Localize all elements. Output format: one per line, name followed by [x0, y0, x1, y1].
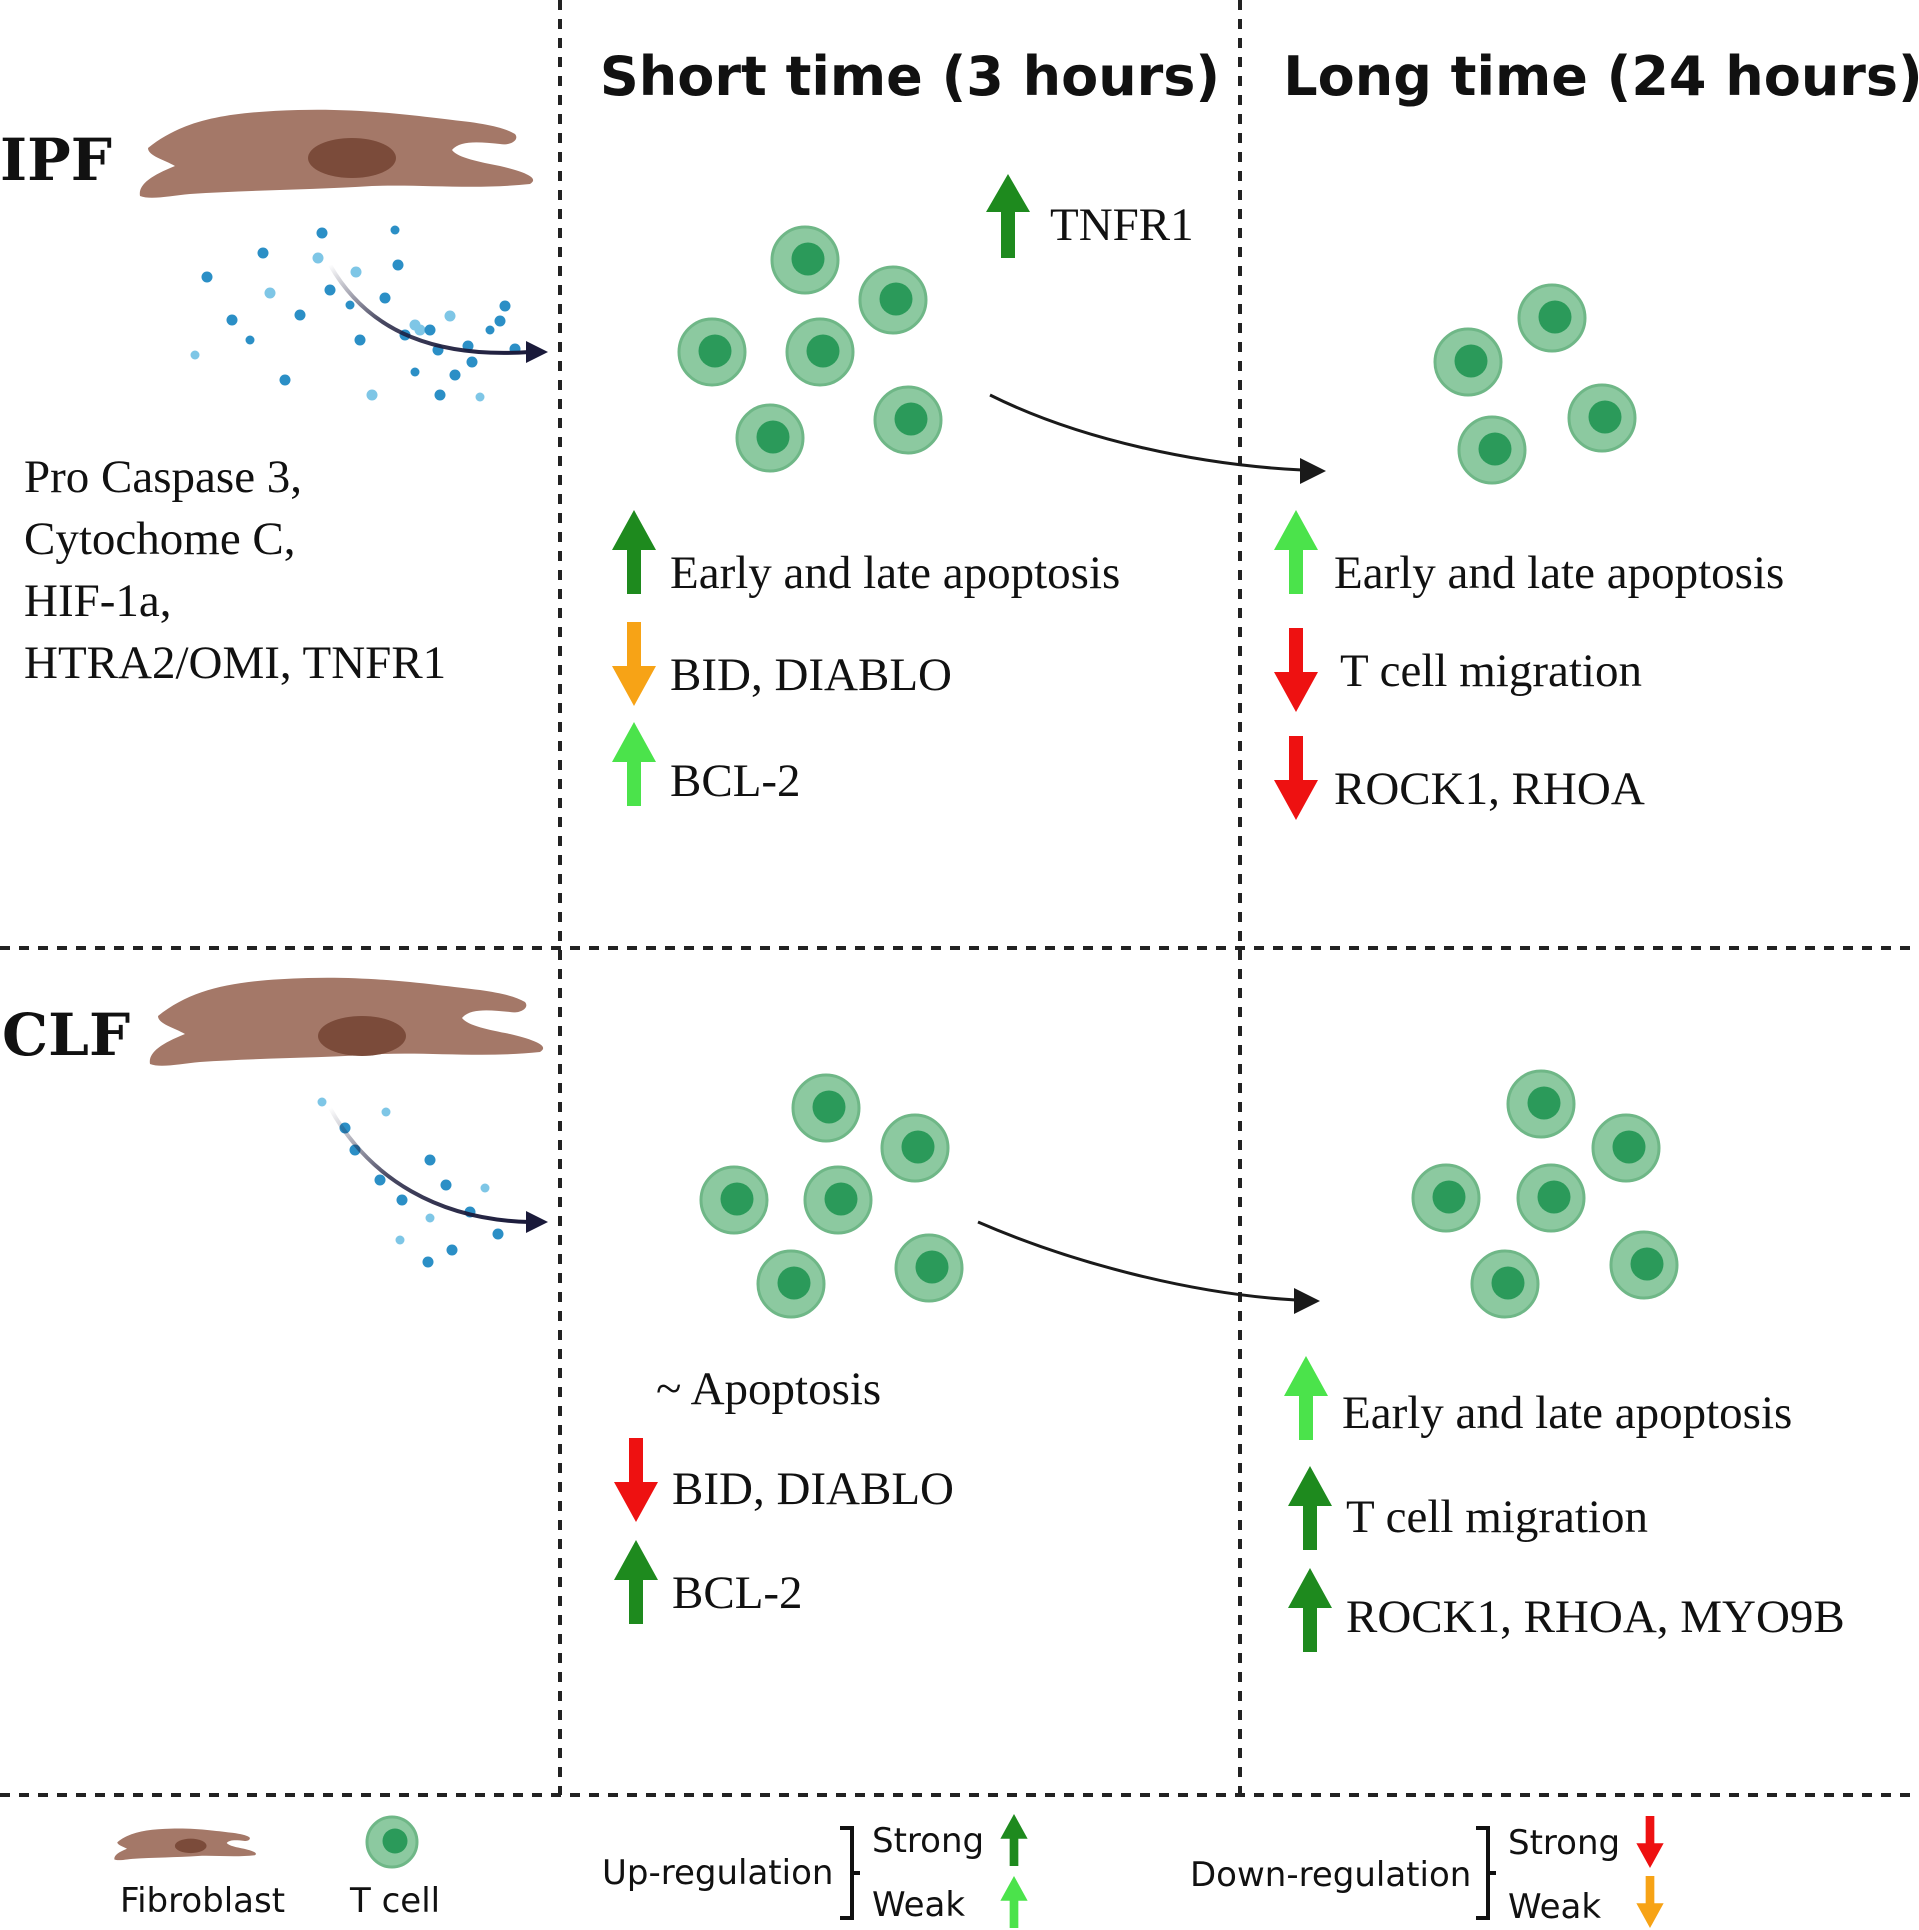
t-cell-icon: [880, 1113, 950, 1183]
marker-label: BID, DIABLO: [670, 649, 952, 701]
t-cell-icon: [699, 1165, 769, 1235]
legend-tcell-label: T cell: [349, 1881, 440, 1921]
t-cell-icon: [365, 1815, 419, 1869]
secreted-factor: Cytochome C,: [24, 513, 296, 565]
t-cell-icon: [803, 1165, 873, 1235]
legend-strong-label: Strong: [1508, 1823, 1620, 1863]
t-cell-icon: [894, 1233, 964, 1303]
legend-weak-label: Weak: [872, 1885, 965, 1925]
fibroblast-icon: [139, 109, 534, 198]
t-cell-cluster: [699, 1073, 964, 1319]
row-label-ipf: IPF: [0, 126, 112, 194]
secreted-factors: [317, 1097, 504, 1268]
strong-up-arrow: [612, 510, 656, 594]
legend-strong-label: Strong: [872, 1821, 984, 1861]
t-cell-icon: [791, 1073, 861, 1143]
t-cell-icon: [873, 385, 943, 455]
secreted-factors-list: Pro Caspase 3, Cytochome C, HIF-1a, HTRA…: [24, 451, 446, 689]
marker-label: BID, DIABLO: [672, 1463, 954, 1515]
secreted-factor: HIF-1a,: [24, 575, 172, 627]
strong-down-arrow: [1636, 1815, 1664, 1869]
strong-up-arrow: [1000, 1813, 1028, 1867]
marker-label: T cell migration: [1340, 645, 1642, 697]
marker-label: ROCK1, RHOA, MYO9B: [1346, 1591, 1845, 1643]
secreted-factor: HTRA2/OMI, TNFR1: [24, 637, 446, 689]
t-cell-icon: [1433, 327, 1503, 397]
secretion-arrow: [328, 1107, 548, 1233]
t-cell-cluster: [677, 225, 943, 473]
marker-label: TNFR1: [1050, 199, 1194, 251]
marker-label: Early and late apoptosis: [1342, 1387, 1792, 1439]
strong-down-arrow: [1274, 736, 1318, 820]
t-cell-icon: [1506, 1069, 1576, 1139]
t-cell-icon: [756, 1249, 826, 1319]
t-cell-cluster: [1433, 283, 1637, 485]
t-cell-icon: [1516, 1163, 1586, 1233]
legend-bracket: [1476, 1826, 1496, 1920]
secreted-factors: [190, 225, 521, 402]
strong-up-arrow: [986, 174, 1030, 258]
secretion-arrow: [328, 264, 548, 363]
time-course-arrow: [989, 393, 1326, 484]
t-cell-cluster: [1411, 1069, 1679, 1319]
legend-fibroblast-label: Fibroblast: [120, 1881, 285, 1921]
marker-label: T cell migration: [1346, 1491, 1648, 1543]
t-cell-icon: [365, 1815, 419, 1869]
t-cell-icon: [1591, 1113, 1661, 1183]
fibroblast-icon: [114, 1828, 256, 1861]
weak-down-arrow: [612, 622, 656, 706]
weak-up-arrow: [1284, 1356, 1328, 1440]
time-course-arrow: [977, 1220, 1320, 1314]
weak-down-arrow: [1636, 1875, 1664, 1929]
marker-label: BCL-2: [670, 755, 801, 807]
t-cell-icon: [1470, 1249, 1540, 1319]
t-cell-icon: [785, 317, 855, 387]
weak-up-arrow: [1000, 1875, 1028, 1929]
marker-label: ROCK1, RHOA: [1334, 763, 1645, 815]
marker-label: Early and late apoptosis: [1334, 547, 1784, 599]
t-cell-icon: [1567, 383, 1637, 453]
strong-up-arrow: [614, 1540, 658, 1624]
header-long-time: Long time (24 hours): [1283, 45, 1919, 108]
fibroblast-icon: [149, 977, 544, 1066]
legend: Fibroblast T cell Up-regulation Strong W…: [114, 1813, 1664, 1929]
legend-bracket: [840, 1826, 860, 1920]
t-cell-icon: [858, 265, 928, 335]
t-cell-icon: [1609, 1230, 1679, 1300]
t-cell-icon: [1517, 283, 1587, 353]
marker-label: ~ Apoptosis: [656, 1363, 881, 1415]
weak-up-arrow: [1274, 510, 1318, 594]
t-cell-icon: [677, 317, 747, 387]
t-cell-icon: [770, 225, 840, 295]
strong-down-arrow: [614, 1438, 658, 1522]
t-cell-icon: [735, 403, 805, 473]
secreted-factor: Pro Caspase 3,: [24, 451, 302, 503]
t-cell-icon: [1411, 1163, 1481, 1233]
strong-down-arrow: [1274, 628, 1318, 712]
marker-label: Early and late apoptosis: [670, 547, 1120, 599]
legend-weak-label: Weak: [1508, 1887, 1601, 1927]
legend-up-regulation-label: Up-regulation: [602, 1853, 833, 1893]
strong-up-arrow: [1288, 1568, 1332, 1652]
row-label-clf: CLF: [2, 1001, 130, 1069]
legend-down-regulation-label: Down-regulation: [1190, 1855, 1471, 1895]
marker-label: BCL-2: [672, 1567, 803, 1619]
weak-up-arrow: [612, 722, 656, 806]
strong-up-arrow: [1288, 1466, 1332, 1550]
t-cell-icon: [1457, 415, 1527, 485]
header-short-time: Short time (3 hours): [600, 45, 1220, 108]
